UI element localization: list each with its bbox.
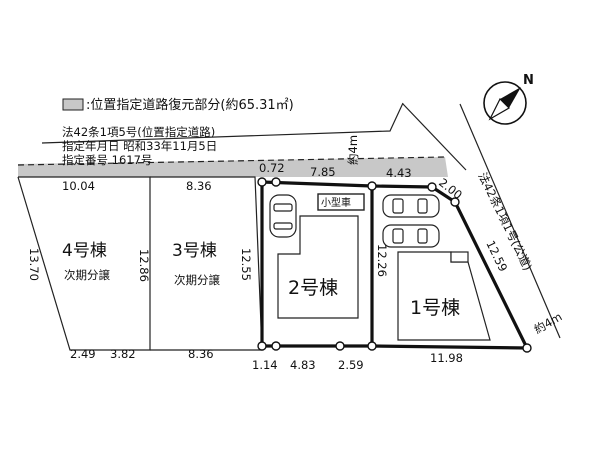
building-footprints	[277, 215, 491, 341]
road-north-note: 法42条1項5号(位置指定道路) 指定年月日 昭和33年11月5日 指定番号 1…	[62, 125, 360, 167]
road-outline	[41, 102, 561, 339]
car-lot1-upper	[382, 194, 440, 218]
restored-road-area	[18, 157, 448, 177]
north-arrow-needle	[500, 87, 521, 108]
dim-top-lot1: 4.43	[386, 166, 412, 180]
building-1-footprint	[397, 251, 491, 341]
compact-car-box	[317, 193, 365, 211]
lot4-name: 4号棟	[62, 241, 107, 261]
dim-split-43: 12.86	[137, 249, 151, 282]
dim-top-a: 0.72	[259, 161, 285, 175]
road-north-line2: 指定年月日 昭和33年11月5日	[62, 139, 217, 153]
marker-c	[367, 181, 377, 191]
lot3-status: 次期分譲	[174, 273, 220, 287]
car-lot2	[269, 194, 297, 238]
road-east-left-edge	[402, 103, 467, 171]
legend: :位置指定道路復元部分(約65.31㎡)	[62, 97, 294, 113]
dim-bottom-b: 3.82	[110, 347, 136, 361]
dim-top-lot2: 7.85	[310, 165, 336, 179]
lot-boundaries	[17, 176, 263, 351]
car-lot1-lower	[382, 224, 440, 248]
marker-g	[257, 341, 267, 351]
road-north-line1: 法42条1項5号(位置指定道路)	[62, 125, 215, 139]
marker-b	[271, 177, 281, 187]
marker-h	[271, 341, 281, 351]
marker-i	[335, 341, 345, 351]
dim-bottom-d: 4.83	[290, 358, 316, 372]
dim-bottom-e: 2.59	[338, 358, 364, 372]
dim-split-32: 12.55	[239, 248, 253, 281]
road-north-line3: 指定番号 1617号	[62, 153, 152, 167]
dim-top-lot4: 10.04	[62, 179, 95, 193]
road-north-width: 約4m	[346, 135, 360, 165]
north-arrow: N	[483, 73, 534, 125]
north-arrow-tail	[488, 97, 510, 121]
marker-d	[427, 182, 437, 192]
lot4-status: 次期分譲	[64, 268, 110, 282]
dimensions: 10.04 8.36 0.72 7.85 4.43 2.00 12.59 13.…	[27, 161, 510, 372]
marker-j	[367, 341, 377, 351]
road-restoration-dashed-line	[17, 156, 446, 166]
north-label: N	[523, 73, 534, 88]
dim-split-21: 12.26	[375, 244, 389, 277]
legend-swatch	[62, 98, 84, 111]
building-2-footprint	[277, 215, 359, 319]
legend-text: :位置指定道路復元部分(約65.31㎡)	[86, 97, 294, 113]
road-east-width: 約4m	[532, 309, 565, 336]
road-east-right-edge	[459, 103, 561, 339]
lot3-boundary	[150, 176, 263, 351]
lot3-name: 3号棟	[172, 241, 217, 261]
dim-top-lot3: 8.36	[186, 179, 212, 193]
dim-left-lot4: 13.70	[27, 248, 41, 281]
boundary-markers	[257, 177, 532, 353]
dim-bottom-a: 2.49	[70, 347, 96, 361]
road-north-upper-edge	[41, 102, 404, 144]
marker-a	[257, 177, 267, 187]
building-1-notch	[450, 251, 469, 263]
compact-car-label: 小型車	[321, 196, 351, 209]
marker-e	[450, 197, 460, 207]
lot2-name: 2号棟	[288, 277, 338, 299]
marker-f	[522, 343, 532, 353]
parking	[269, 193, 440, 248]
lot1-name: 1号棟	[410, 297, 460, 319]
dim-bottom-lot1: 11.98	[430, 351, 463, 365]
dim-bottom-c: 1.14	[252, 358, 278, 372]
dim-bottom-lot3: 8.36	[188, 347, 214, 361]
